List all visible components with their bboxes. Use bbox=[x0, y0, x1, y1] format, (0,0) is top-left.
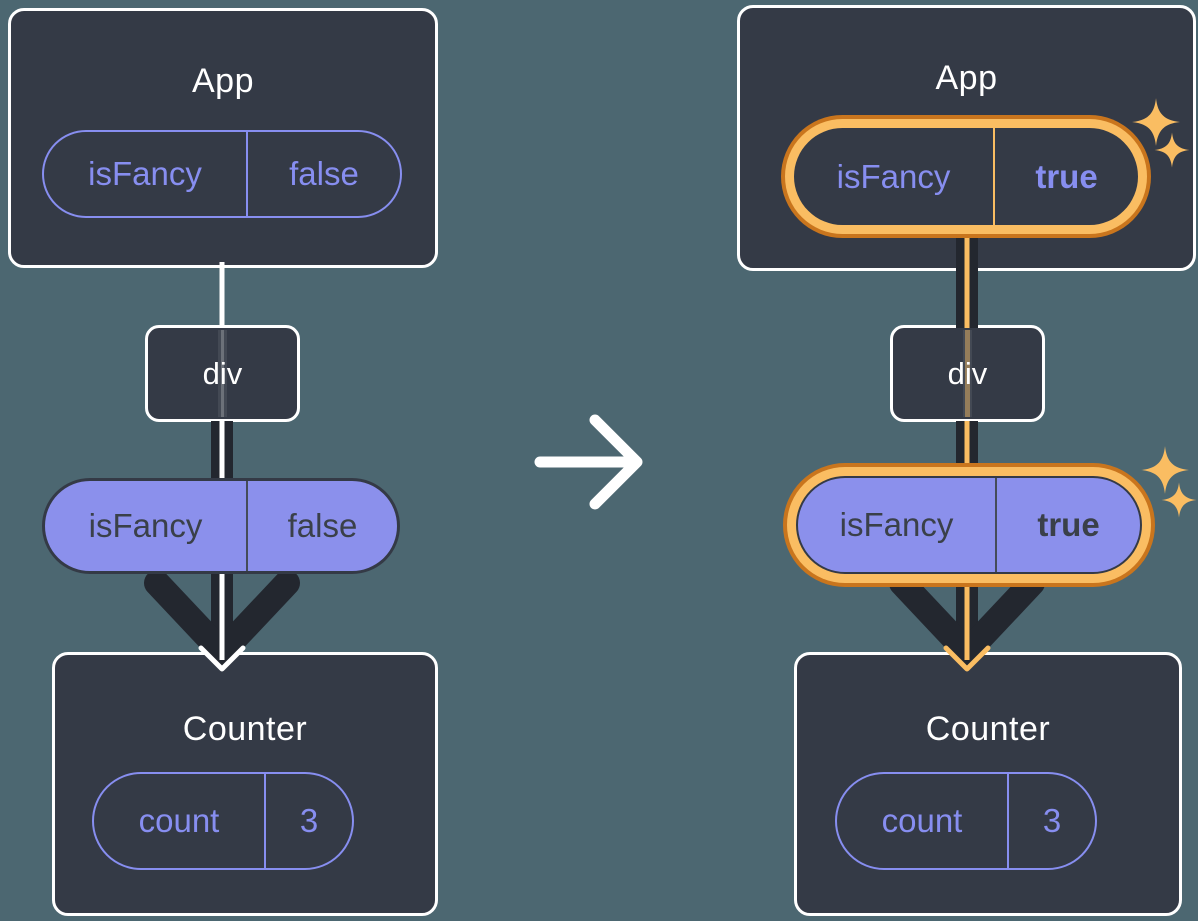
right-app-title: App bbox=[935, 59, 998, 97]
prop-value: true bbox=[1035, 157, 1098, 195]
right-app-prop-pill-highlight: isFancy true bbox=[781, 115, 1151, 238]
left-div-label: div bbox=[202, 355, 243, 391]
left-count-pill: count 3 bbox=[92, 772, 354, 870]
left-passed-prop-pill: isFancy false bbox=[42, 478, 400, 574]
left-div-card: div bbox=[145, 325, 300, 422]
sparkle-icon bbox=[1132, 98, 1180, 146]
right-arrow-icon bbox=[534, 414, 643, 510]
state-value: 3 bbox=[1042, 802, 1062, 839]
right-counter-title: Counter bbox=[925, 710, 1051, 748]
sparkle-icon bbox=[1141, 446, 1189, 494]
right-div-pass-through-stripe bbox=[963, 330, 972, 417]
right-div-card: div bbox=[890, 325, 1045, 422]
prop-value: false bbox=[289, 155, 359, 192]
prop-value: false bbox=[287, 507, 358, 544]
sparkle-icon bbox=[1161, 482, 1197, 518]
state-value: 3 bbox=[299, 802, 319, 839]
prop-value: true bbox=[1037, 506, 1100, 543]
state-name: count bbox=[94, 774, 266, 868]
left-app-prop-pill: isFancy false bbox=[42, 130, 402, 218]
left-app-title: App bbox=[192, 62, 254, 100]
left-div-pass-through-stripe bbox=[218, 330, 227, 417]
state-name: count bbox=[837, 774, 1009, 868]
left-counter-title: Counter bbox=[182, 710, 308, 748]
prop-name: isFancy bbox=[794, 128, 995, 225]
right-div-label: div bbox=[947, 355, 988, 391]
prop-name: isFancy bbox=[45, 481, 248, 571]
prop-name: isFancy bbox=[44, 132, 248, 216]
prop-name: isFancy bbox=[798, 478, 997, 572]
sparkle-icon bbox=[1154, 132, 1190, 168]
right-passed-prop-pill-highlight: isFancy true bbox=[783, 463, 1155, 587]
right-count-pill: count 3 bbox=[835, 772, 1097, 870]
